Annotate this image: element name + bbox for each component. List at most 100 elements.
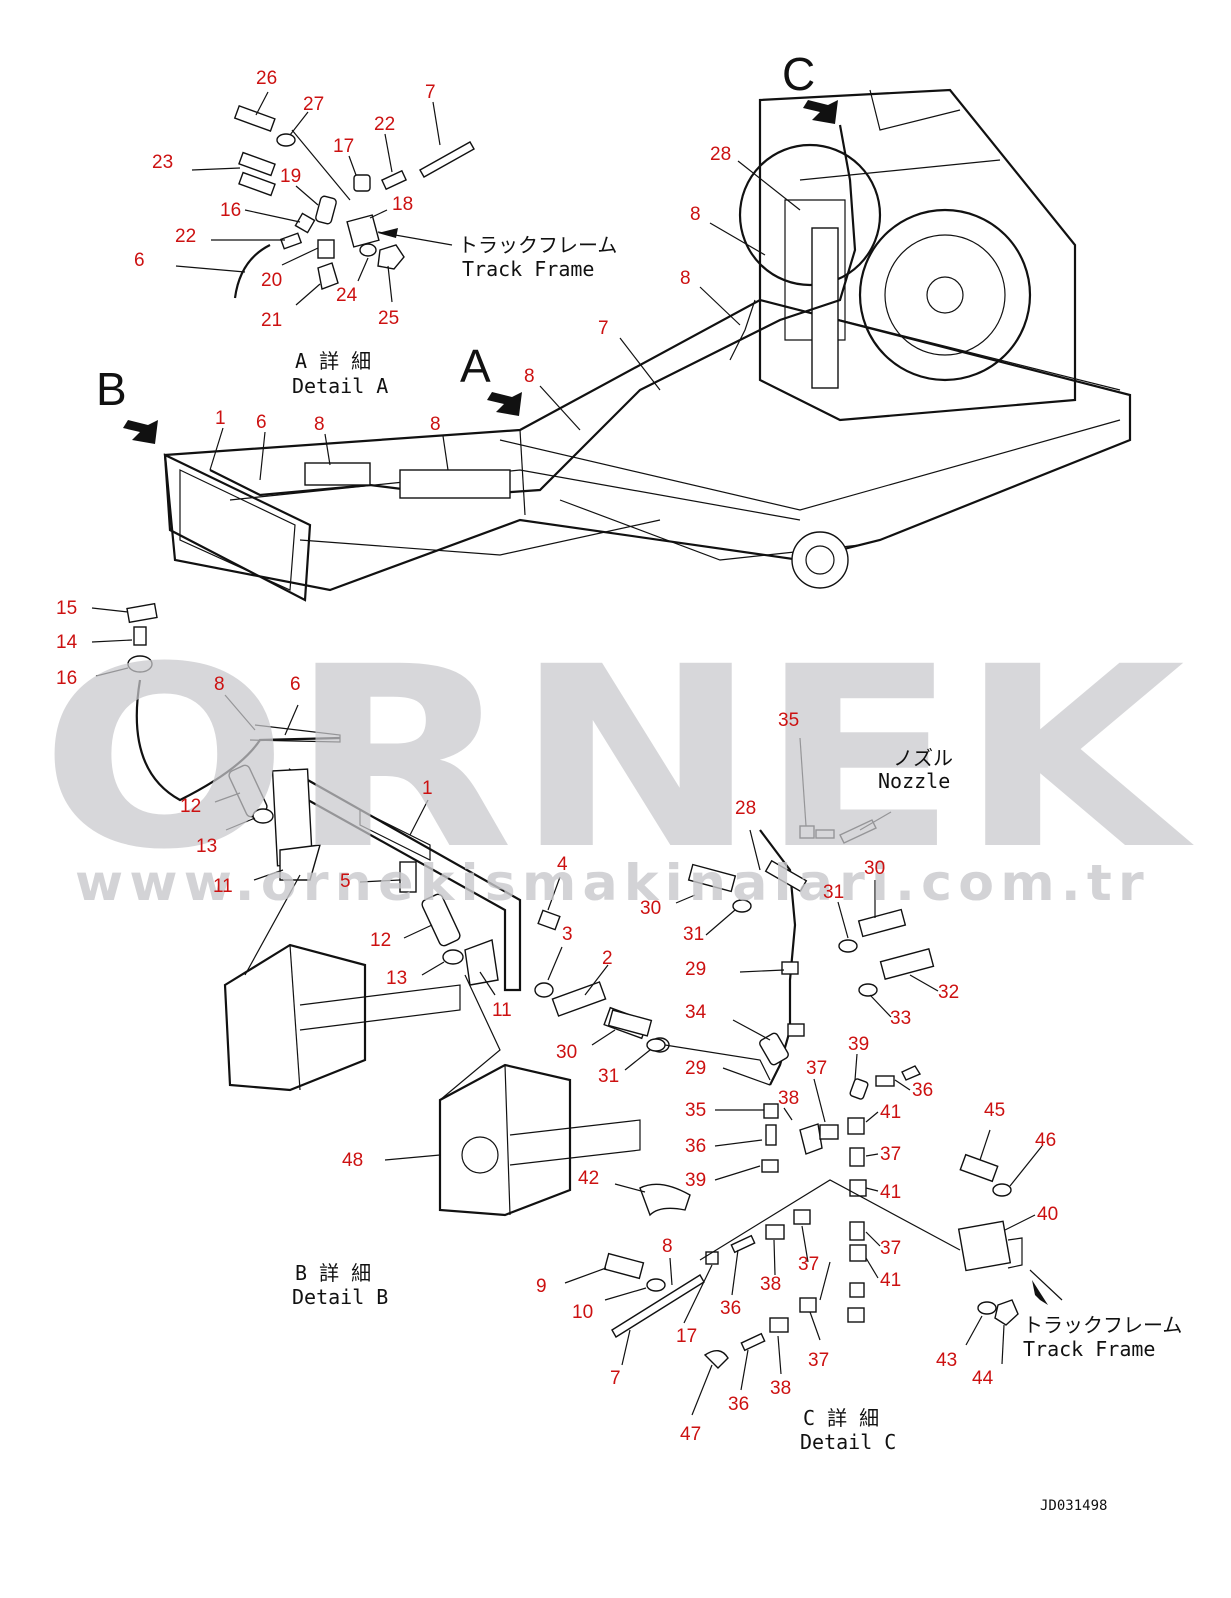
- callout-10: 10: [572, 1302, 593, 1323]
- callout-26: 26: [256, 68, 277, 89]
- callout-38: 38: [770, 1378, 791, 1399]
- callout-34: 34: [685, 1002, 707, 1023]
- detail-b-jp-label: B 詳 細: [295, 1261, 371, 1285]
- callout-13: 13: [196, 836, 217, 857]
- callout-7: 7: [598, 318, 609, 339]
- detail-c-jp-label: C 詳 細: [803, 1406, 879, 1430]
- nozzle-en-label: Nozzle: [878, 769, 950, 793]
- callout-21: 21: [261, 310, 282, 331]
- callout-36: 36: [728, 1394, 749, 1415]
- callout-6: 6: [134, 250, 145, 271]
- callout-35: 35: [685, 1100, 706, 1121]
- watermark: ORNEK www.ornekismakinalari.com.tr: [40, 613, 1195, 912]
- callout-41: 41: [880, 1102, 901, 1123]
- callout-36: 36: [912, 1080, 933, 1101]
- view-arrows: [123, 100, 1048, 1305]
- callout-41: 41: [880, 1270, 901, 1291]
- watermark-brand: ORNEK: [40, 613, 1195, 904]
- callout-31: 31: [598, 1066, 619, 1087]
- callout-8: 8: [662, 1236, 673, 1257]
- callout-1: 1: [422, 778, 433, 799]
- track-frame-jp-label-1: トラックフレーム: [458, 233, 617, 257]
- callout-44: 44: [972, 1368, 994, 1389]
- view-letter-b: B: [96, 363, 127, 415]
- machine-frame-drawing: [163, 88, 1132, 602]
- callout-9: 9: [536, 1276, 547, 1297]
- callout-48: 48: [342, 1150, 363, 1171]
- callout-31: 31: [823, 882, 844, 903]
- callout-36: 36: [685, 1136, 706, 1157]
- callout-2: 2: [602, 948, 613, 969]
- callout-17: 17: [333, 136, 354, 157]
- callout-12: 12: [180, 796, 201, 817]
- callout-4: 4: [557, 854, 568, 875]
- callout-46: 46: [1035, 1130, 1056, 1151]
- callout-25: 25: [378, 308, 399, 329]
- callout-7: 7: [425, 82, 436, 103]
- callouts: 26 27 7 22 17 23 19 18 16 22 6 20 24 25 …: [56, 68, 1058, 1445]
- callout-22: 22: [175, 226, 196, 247]
- callout-23: 23: [152, 152, 173, 173]
- callout-12: 12: [370, 930, 391, 951]
- callout-39: 39: [848, 1034, 869, 1055]
- callout-37: 37: [880, 1238, 901, 1259]
- callout-30: 30: [640, 898, 661, 919]
- callout-28: 28: [710, 144, 731, 165]
- callout-38: 38: [760, 1274, 781, 1295]
- callout-37: 37: [880, 1144, 901, 1165]
- callout-37: 37: [806, 1058, 827, 1079]
- callout-17: 17: [676, 1326, 697, 1347]
- callout-42: 42: [578, 1168, 599, 1189]
- callout-36: 36: [720, 1298, 741, 1319]
- track-frame-en-label-1: Track Frame: [462, 257, 594, 281]
- detail-a-parts: [233, 104, 475, 299]
- callout-38: 38: [778, 1088, 799, 1109]
- callout-8: 8: [430, 414, 441, 435]
- detail-c-parts: [603, 819, 1023, 1369]
- callout-11: 11: [492, 1000, 512, 1021]
- callout-45: 45: [984, 1100, 1005, 1121]
- callout-16: 16: [56, 668, 77, 689]
- detail-a-jp-label: A 詳 細: [295, 349, 371, 373]
- callout-19: 19: [280, 166, 301, 187]
- callout-29: 29: [685, 959, 706, 980]
- callout-11: 11: [213, 876, 233, 897]
- callout-18: 18: [392, 194, 413, 215]
- callout-8: 8: [680, 268, 691, 289]
- callout-24: 24: [336, 285, 358, 306]
- callout-39: 39: [685, 1170, 706, 1191]
- callout-3: 3: [562, 924, 573, 945]
- callout-35: 35: [778, 710, 799, 731]
- callout-8: 8: [524, 366, 535, 387]
- callout-27: 27: [303, 94, 324, 115]
- callout-13: 13: [386, 968, 407, 989]
- view-letter-a: A: [460, 340, 491, 392]
- leader-lines: [91, 91, 1063, 1416]
- detail-c-en-label: Detail C: [800, 1430, 896, 1454]
- callout-33: 33: [890, 1008, 911, 1029]
- callout-20: 20: [261, 270, 282, 291]
- track-frame-en-label-2: Track Frame: [1023, 1337, 1155, 1361]
- callout-6: 6: [256, 412, 267, 433]
- callout-30: 30: [864, 858, 885, 879]
- callout-41: 41: [880, 1182, 901, 1203]
- track-frame-jp-label-2: トラックフレーム: [1023, 1313, 1182, 1337]
- callout-32: 32: [938, 982, 959, 1003]
- callout-14: 14: [56, 632, 78, 653]
- callout-8: 8: [314, 414, 325, 435]
- callout-7: 7: [610, 1368, 621, 1389]
- detail-b-en-label: Detail B: [292, 1285, 388, 1309]
- callout-28: 28: [735, 798, 756, 819]
- callout-22: 22: [374, 114, 395, 135]
- callout-15: 15: [56, 598, 77, 619]
- detail-a-en-label: Detail A: [292, 374, 388, 398]
- drawing-code: JD031498: [1040, 1498, 1107, 1514]
- callout-1: 1: [215, 408, 226, 429]
- callout-6: 6: [290, 674, 301, 695]
- nozzle-jp-label: ノズル: [893, 746, 953, 770]
- callout-8: 8: [690, 204, 701, 225]
- callout-40: 40: [1037, 1204, 1058, 1225]
- callout-31: 31: [683, 924, 704, 945]
- callout-8: 8: [214, 674, 225, 695]
